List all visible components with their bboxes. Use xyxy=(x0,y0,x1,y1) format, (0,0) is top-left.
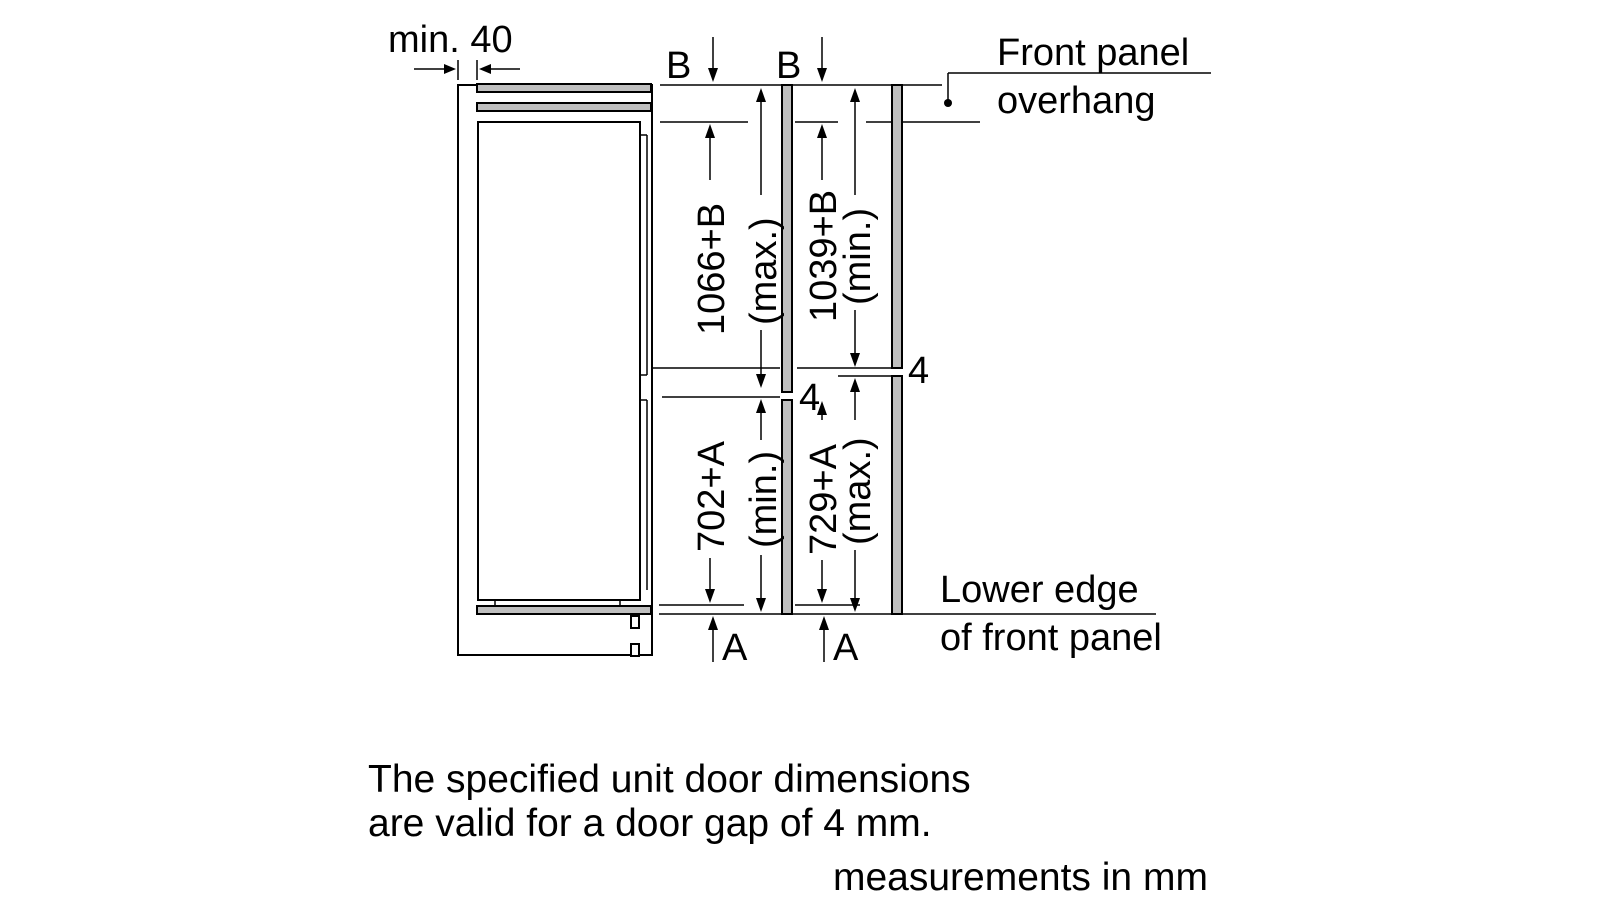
bottom-strip xyxy=(476,605,652,615)
b-markers: B B xyxy=(666,37,827,87)
lower-edge-callout: Lower edge of front panel xyxy=(940,569,1162,659)
min-40-label: min. 40 xyxy=(388,19,513,61)
appliance-cabinet xyxy=(457,83,653,657)
b-arrowhead-right xyxy=(817,68,827,82)
dim-729-qualifier: (max.) xyxy=(837,437,879,545)
dim-729-arrowhead-bottom xyxy=(817,589,827,603)
dim-1039q-arrowhead-top xyxy=(850,88,860,102)
front-panel-overhang-dot xyxy=(944,99,952,107)
upper-door-panel-left xyxy=(781,84,793,393)
gap-label-right: 4 xyxy=(908,350,929,392)
dim-1039-qualifier: (min.) xyxy=(837,208,879,305)
a-markers: A A xyxy=(708,616,859,669)
top-strip-upper xyxy=(476,83,652,93)
a-label-right: A xyxy=(833,627,859,669)
dim-1066-arrowhead-top xyxy=(705,124,715,138)
dim-1039-group: 1039+B (min.) xyxy=(803,88,879,367)
door-panels xyxy=(781,84,903,615)
lower-door-panel-left xyxy=(781,399,793,615)
b-label-right: B xyxy=(776,45,801,87)
lower-edge-line2: of front panel xyxy=(940,617,1162,659)
dim-702-qualifier: (min.) xyxy=(743,451,785,548)
dim-729-label: 729+A xyxy=(803,443,845,555)
top-strip-lower xyxy=(476,102,652,112)
appliance-body xyxy=(477,121,641,601)
dim-1066q-arrowhead-top xyxy=(756,88,766,102)
dim-1066-label: 1066+B xyxy=(691,203,733,335)
dim-729-group: 729+A (max.) xyxy=(803,378,879,612)
front-panel-overhang-callout: Front panel overhang xyxy=(944,32,1211,122)
dim-729q-arrowhead-top xyxy=(850,378,860,392)
gap-label-left: 4 xyxy=(799,377,820,419)
dim-1066-qualifier: (max.) xyxy=(743,217,785,325)
b-arrowhead-left xyxy=(708,68,718,82)
note-line-1: The specified unit door dimensions xyxy=(368,758,971,801)
dim-1039-arrowhead-top xyxy=(817,124,827,138)
front-panel-overhang-line1: Front panel xyxy=(997,32,1189,74)
dim-729-arrowhead-top xyxy=(817,401,827,415)
min-40-dimension: min. 40 xyxy=(388,19,520,80)
lower-edge-line1: Lower edge xyxy=(940,569,1139,611)
dim-1066q-arrowhead-bottom xyxy=(756,374,766,388)
a-arrowhead-right xyxy=(819,616,829,630)
dim-1066-group: 1066+B (max.) xyxy=(691,88,785,388)
dim-729q-arrowhead-bottom xyxy=(850,598,860,612)
dim-702-arrowhead-bottom xyxy=(705,589,715,603)
note-line-2: are valid for a door gap of 4 mm. xyxy=(368,802,932,845)
a-arrowhead-left xyxy=(708,616,718,630)
min-40-arrowhead-left xyxy=(444,64,456,74)
dim-702q-arrowhead-bottom xyxy=(756,598,766,612)
units-note: measurements in mm xyxy=(833,856,1208,899)
reference-lines xyxy=(652,84,1156,615)
upper-door-panel-right xyxy=(891,84,903,369)
a-label-left: A xyxy=(722,627,748,669)
dim-1039-label: 1039+B xyxy=(803,190,845,322)
plinth-detail-1 xyxy=(630,615,640,629)
front-panel-overhang-line2: overhang xyxy=(997,80,1155,122)
b-label-left: B xyxy=(666,45,691,87)
dim-702-label: 702+A xyxy=(691,440,733,552)
lower-door-panel-right xyxy=(891,375,903,615)
gap-left-arrowhead xyxy=(756,399,766,413)
dim-702-group: 702+A (min.) xyxy=(691,420,785,612)
min-40-arrowhead-right xyxy=(479,64,491,74)
notes: The specified unit door dimensions are v… xyxy=(368,758,1208,899)
plinth-detail-2 xyxy=(630,643,640,657)
dim-1039q-arrowhead-bottom xyxy=(850,353,860,367)
gap-markers: 4 4 xyxy=(756,350,929,420)
